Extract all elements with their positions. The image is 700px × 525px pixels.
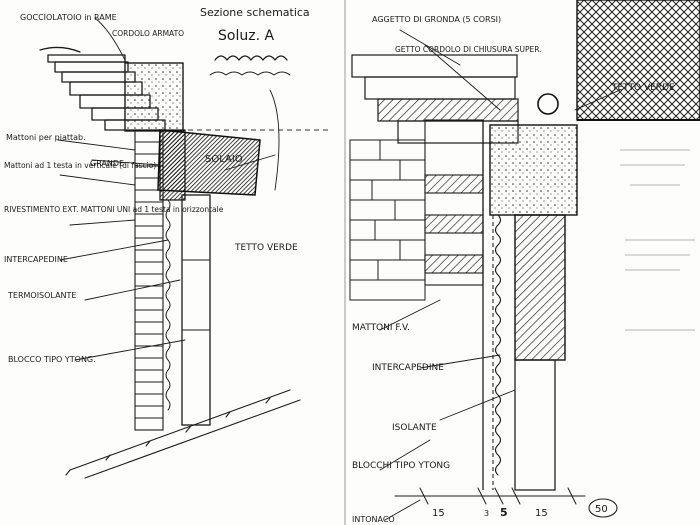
label-top-beam: GETTO CORDOLO DI CHIUSURA SUPER. [395, 45, 542, 54]
dim-2: 3 [484, 509, 489, 518]
cavity-insulation-wave [494, 214, 502, 476]
brick-cladding [134, 129, 164, 431]
ytong-block-section [514, 214, 566, 361]
solution-label: Soluz. A [218, 28, 274, 44]
scale-value: 50 [595, 504, 608, 515]
dim-4: 15 [535, 508, 548, 519]
label-ring-beam: CORDOLO ARMATO [112, 29, 184, 38]
label-insulation-right: ISOLANTE [392, 423, 437, 433]
ground-lines [65, 389, 301, 479]
faded-notes [620, 149, 695, 331]
dim-3: 5 [500, 506, 508, 519]
projection-courses [351, 54, 519, 144]
brick-wall-right [349, 139, 426, 301]
label-cavity-right: INTERCAPEDINE [372, 363, 444, 373]
top-ring-beam [489, 124, 578, 216]
leader-lines-right [379, 29, 621, 521]
label-insulation: TERMOISOLANTE [7, 291, 76, 300]
label-projection: AGGETTO DI GRONDA (5 CORSI) [372, 15, 501, 24]
brick-section-column [424, 119, 484, 286]
dimension-line [394, 487, 586, 505]
svg-text:Mattoni ad 1 testa in vertical: Mattoni ad 1 testa in verticale (di fasc… [4, 161, 156, 170]
label-cavity: INTERCAPEDINE [4, 255, 68, 264]
insulation-wave [165, 199, 171, 411]
ytong-block [181, 194, 211, 426]
label-block: BLOCCO TIPO YTONG. [8, 355, 96, 364]
svg-text:RIVESTIMENTO EXT. MATTONI UNI: RIVESTIMENTO EXT. MATTONI UNI ad 1 testa… [4, 205, 224, 214]
label-green-roof-left: TETTO VERDE [234, 243, 298, 253]
annotations: Sezione schematica Soluz. A GOCCIOLATOIO… [4, 6, 675, 524]
label-gutter: GOCCIOLATOIO in RAME [20, 13, 117, 22]
label-cladding: RIVESTIMENTO EXT. MATTONI UNI ad 1 testa… [4, 205, 224, 214]
drain-pipe [537, 93, 559, 115]
label-plaster: INTONACO [352, 515, 395, 524]
label-slab-grande: GRANDE [90, 159, 124, 168]
label-blocks: BLOCCHI TIPO YTONG [352, 461, 450, 471]
label-bricks-pattern: Mattoni per piattab. [6, 133, 86, 142]
scale-badge [588, 498, 618, 518]
left-page-section [39, 17, 330, 479]
label-bricks-vertical: Mattoni ad 1 testa in verticale (di fasc… [4, 161, 156, 170]
green-roof-vegetation [214, 55, 288, 61]
dim-1: 15 [432, 508, 445, 519]
right-page-section [349, 0, 700, 521]
heading: Sezione schematica [200, 6, 310, 19]
roof-build-up [576, 0, 700, 121]
leader-lines-left [57, 17, 280, 361]
label-bricks-fv: MATTONI F.V. [352, 323, 410, 333]
label-floor: SOLAIO [205, 154, 243, 165]
label-green-roof-right: TETTO VERDE [611, 83, 675, 93]
ring-beam [124, 62, 184, 132]
